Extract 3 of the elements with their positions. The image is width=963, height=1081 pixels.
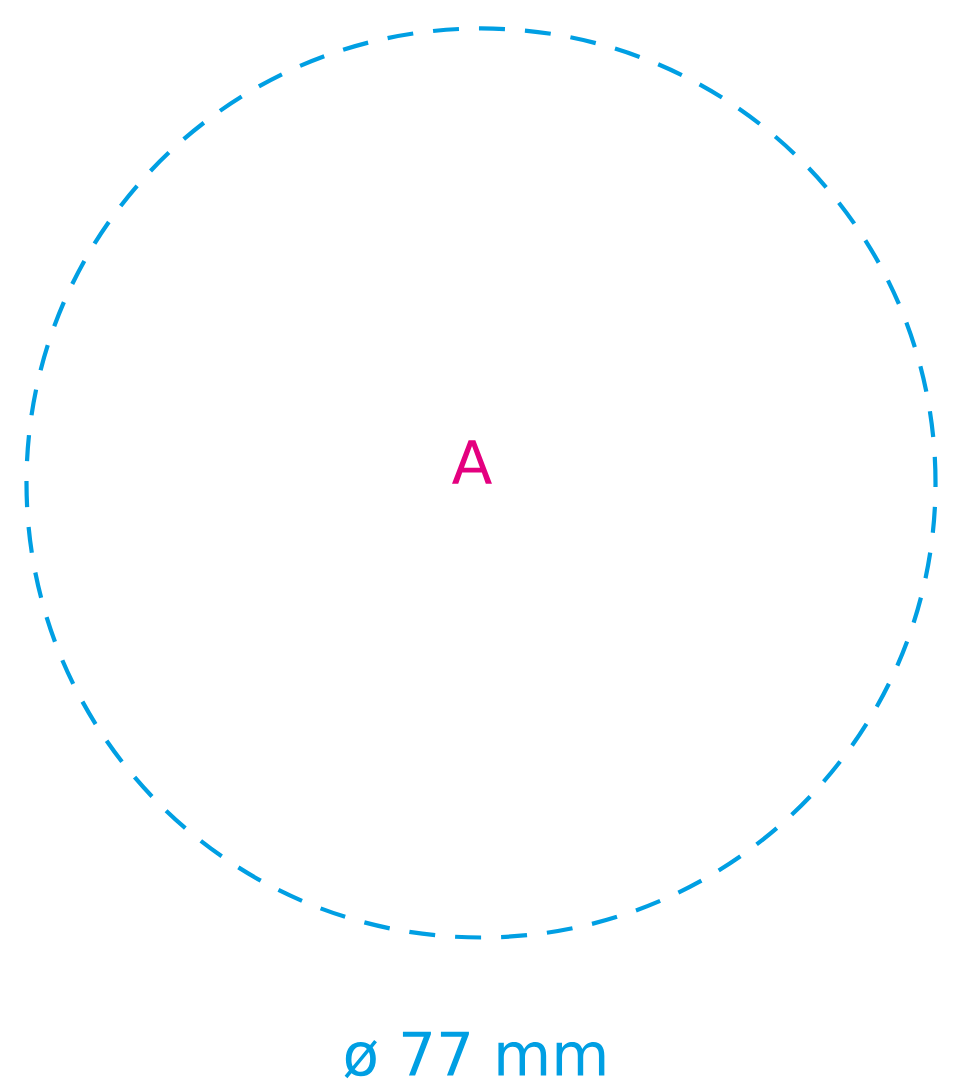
circle-label: A <box>452 440 492 484</box>
dimension-label: ø 77 mm <box>344 1031 605 1079</box>
dashed-circle <box>24 26 938 940</box>
